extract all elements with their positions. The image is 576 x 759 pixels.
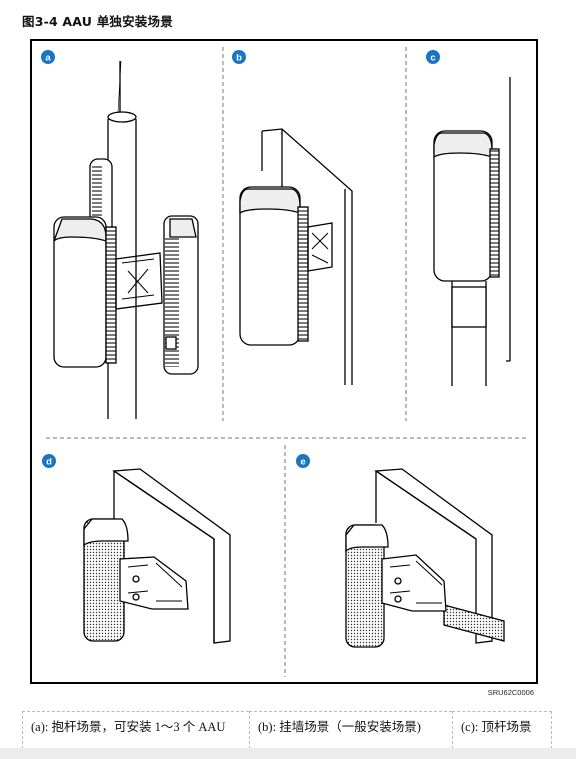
- caption-text: 抱杆场景，可安装 1～3 个 AAU: [51, 720, 226, 734]
- panel-label-c: c: [430, 53, 435, 64]
- figure-frame: a b c d e: [30, 39, 538, 684]
- panel-d-drawing: [83, 468, 231, 644]
- panel-dividers: [46, 47, 526, 677]
- panel-badges: [41, 50, 440, 468]
- page-bottom-bar: [0, 748, 576, 759]
- panel-e-drawing: [345, 468, 505, 648]
- caption-cell-c: (c): 顶杆场景: [452, 711, 552, 759]
- caption-label: (c):: [461, 720, 479, 734]
- panel-c-drawing: [433, 77, 511, 386]
- figure-title: 图3-4 AAU 单独安装场景: [22, 14, 173, 29]
- panel-badge-c: [426, 50, 440, 64]
- panel-badge-a: [41, 50, 55, 64]
- panel-b-drawing: [239, 128, 353, 385]
- caption-text: 顶杆场景: [481, 720, 532, 734]
- caption-cell-b: (b): 挂墙场景（一般安装场景): [249, 711, 452, 759]
- panel-label-e: e: [300, 457, 305, 468]
- caption-label: (b):: [258, 720, 277, 734]
- caption-text: 挂墙场景（一般安装场景): [279, 720, 421, 734]
- panel-badge-b: [232, 50, 246, 64]
- figure-illustration: a b c d e: [41, 47, 526, 677]
- panel-badge-e: [296, 454, 310, 468]
- panel-a-drawing: [53, 60, 199, 419]
- panel-label-a: a: [45, 53, 51, 64]
- panel-badge-d: [42, 454, 56, 468]
- caption-table-row: (a): 抱杆场景，可安装 1～3 个 AAU (b): 挂墙场景（一般安装场景…: [22, 711, 552, 759]
- figure-code: SRU62C0006: [487, 688, 534, 697]
- panel-label-d: d: [46, 457, 52, 468]
- caption-cell-a: (a): 抱杆场景，可安装 1～3 个 AAU: [22, 711, 249, 759]
- caption-label: (a):: [31, 720, 49, 734]
- panel-label-b: b: [236, 53, 242, 64]
